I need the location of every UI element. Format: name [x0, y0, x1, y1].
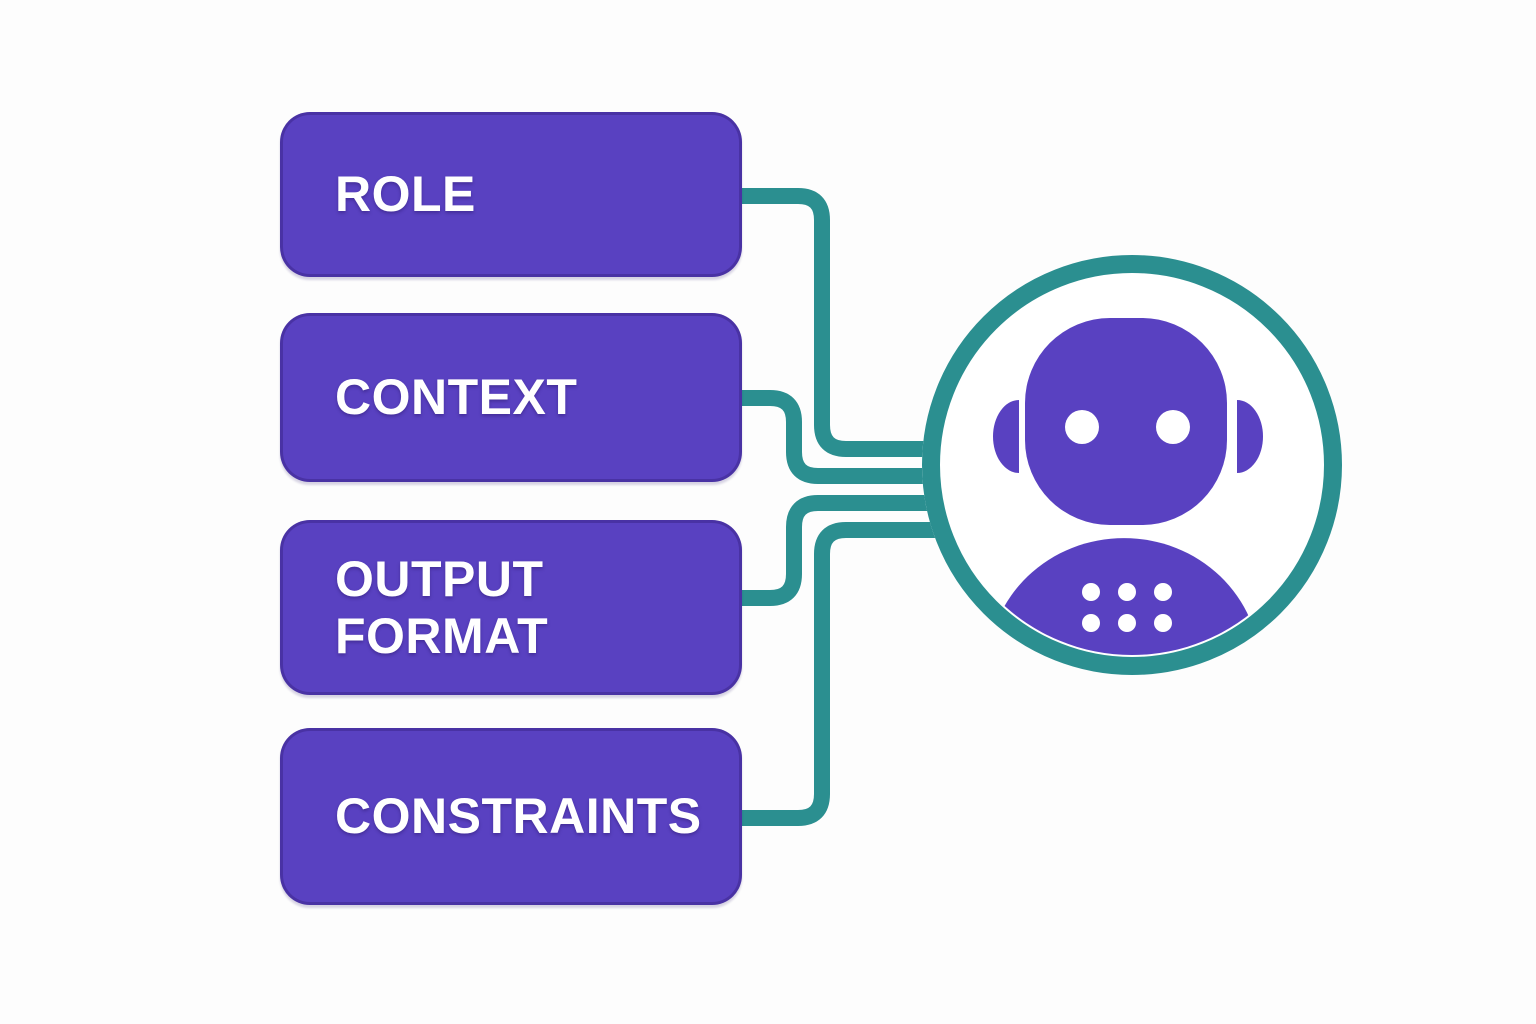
- box-context-label: CONTEXT: [335, 369, 578, 425]
- wire-output-format-to-robot: [738, 495, 940, 606]
- box-role-label: ROLE: [335, 166, 476, 222]
- box-role: ROLE: [280, 112, 742, 277]
- robot-circle-outline: [922, 255, 1342, 675]
- robot-head: [1025, 318, 1227, 525]
- robot-chest-dot: [1154, 614, 1172, 632]
- wire-role-to-robot: [738, 188, 940, 457]
- robot-icon: [988, 318, 1263, 655]
- box-context: CONTEXT: [280, 313, 742, 482]
- box-constraints: CONSTRAINTS: [280, 728, 742, 905]
- robot-body: [988, 538, 1260, 655]
- robot-ear-left: [993, 400, 1019, 473]
- robot-chest-dot: [1118, 583, 1136, 601]
- box-output-format-label: OUTPUT FORMAT: [335, 550, 549, 664]
- robot-chest-dot: [1082, 614, 1100, 632]
- robot-ear-right: [1237, 400, 1263, 473]
- robot-chest-dot: [1082, 583, 1100, 601]
- robot-eye-left: [1065, 410, 1099, 444]
- robot-chest-dot: [1154, 583, 1172, 601]
- box-constraints-label: CONSTRAINTS: [335, 788, 702, 844]
- box-output-format: OUTPUT FORMAT: [280, 520, 742, 695]
- wire-constraints-to-robot: [738, 522, 940, 826]
- wire-context-to-robot: [738, 390, 940, 484]
- robot-chest-dot: [1118, 614, 1136, 632]
- robot-eye-right: [1156, 410, 1190, 444]
